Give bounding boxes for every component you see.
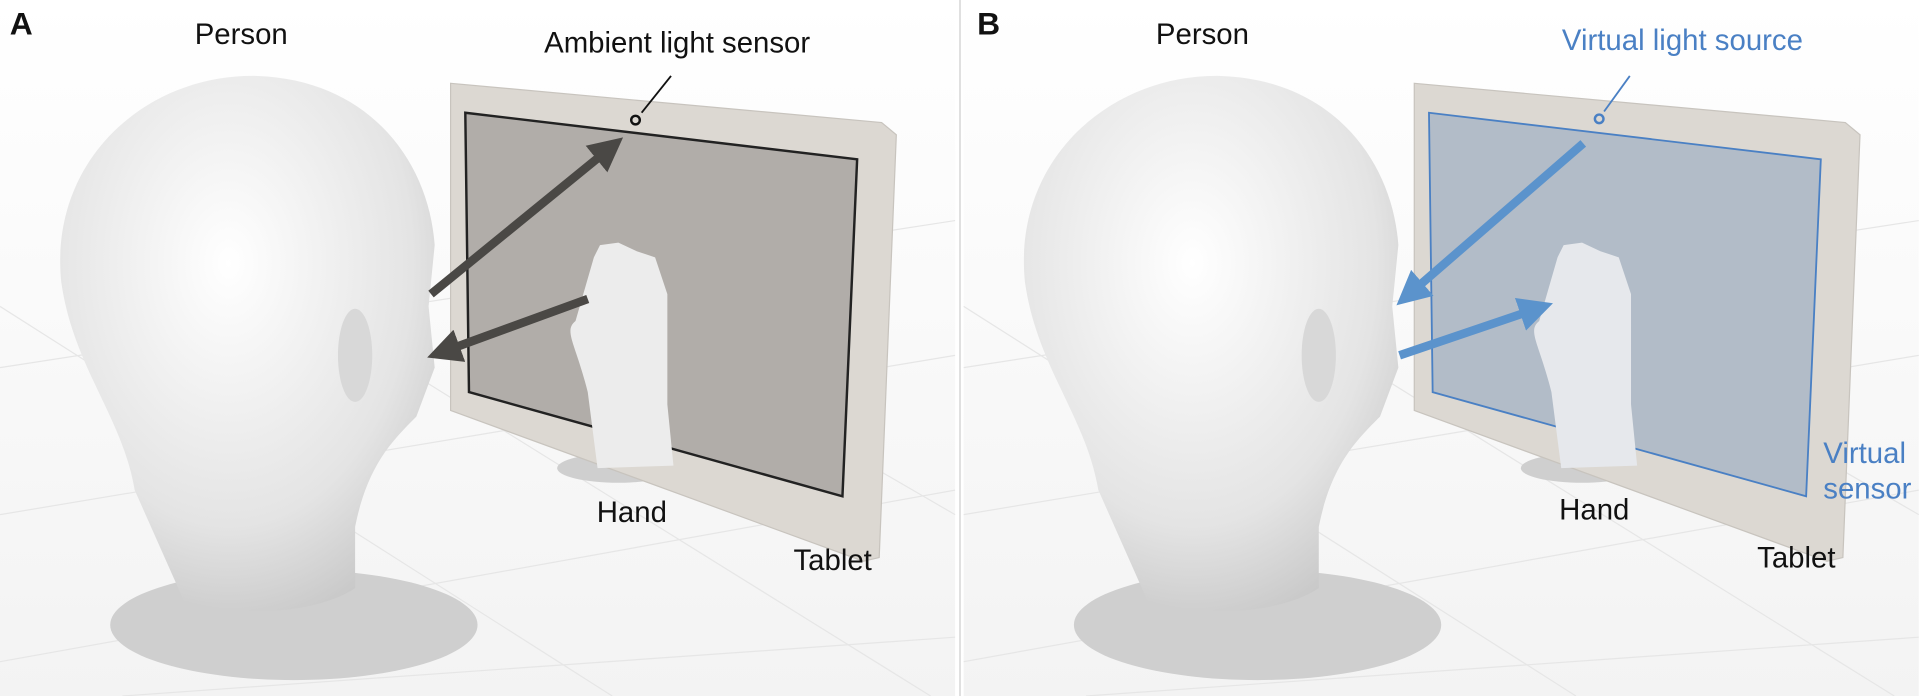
virtual-light-source-label: Virtual light source xyxy=(1562,24,1803,57)
hand-label: Hand xyxy=(597,496,667,529)
virtual-light-source-icon xyxy=(1593,113,1605,125)
arrow-source-to-face xyxy=(1396,140,1587,306)
ambient-light-sensor-icon xyxy=(630,114,642,126)
arrow-face-to-hand xyxy=(1398,298,1553,360)
panel-letter: B xyxy=(977,5,1000,41)
sensor-label: Ambient light sensor xyxy=(544,27,810,60)
virtual-sensor-label-line1: Virtual xyxy=(1823,437,1906,470)
hand xyxy=(570,242,674,469)
panel-b: B Person Virtual light source Virtual se… xyxy=(963,0,1920,696)
virtual-sensor-label-line2: sensor xyxy=(1823,473,1911,506)
tablet-label: Tablet xyxy=(793,544,871,577)
hand xyxy=(1534,242,1638,469)
tablet-label: Tablet xyxy=(1757,541,1835,574)
person-label: Person xyxy=(195,18,288,51)
panel-a: A Person Ambient light sensor Hand Table… xyxy=(0,0,956,696)
arrow-face-to-sensor xyxy=(428,137,624,298)
source-leader-line xyxy=(1603,75,1631,113)
arrow-hand-to-face xyxy=(427,294,590,362)
hand-label: Hand xyxy=(1559,494,1629,527)
sensor-leader-line xyxy=(640,75,672,114)
panel-letter: A xyxy=(10,5,33,41)
person-label: Person xyxy=(1156,18,1249,51)
